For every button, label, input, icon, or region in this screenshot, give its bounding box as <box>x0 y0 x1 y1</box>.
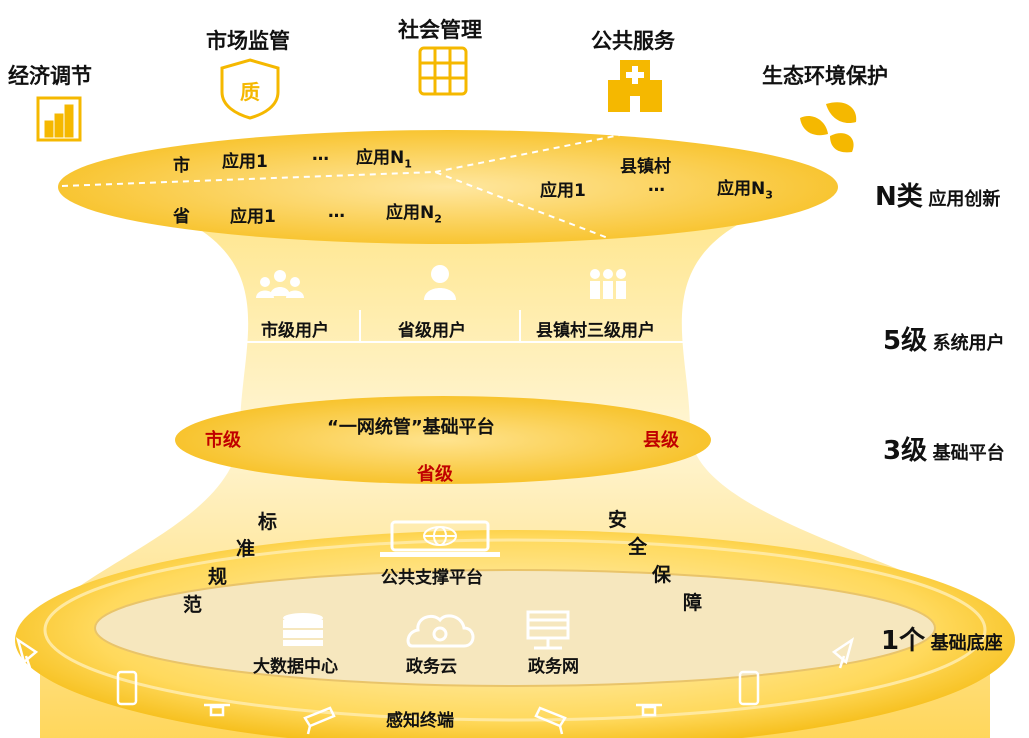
sensing-terminal-label: 感知终端 <box>386 711 454 731</box>
public-support-label: 公共支撑平台 <box>381 568 483 588</box>
satellite-dish-icon <box>15 637 855 669</box>
single-user-icon <box>424 265 456 300</box>
security-char-3: 保 <box>652 564 672 586</box>
app-city-app1: 应用1 <box>222 152 268 172</box>
category-public-service: 公共服务 <box>591 29 675 53</box>
category-social-management: 社会管理 <box>398 18 482 42</box>
level-n-apps-text: 应用创新 <box>928 189 1001 210</box>
app-province-appn-subscript: 2 <box>434 212 442 226</box>
platform-province-label: 省级 <box>417 464 453 485</box>
level-5-users: 5级 系统用户 <box>883 320 1005 357</box>
level-3-platform-text: 基础平台 <box>932 443 1005 464</box>
hospital-icon <box>608 60 662 112</box>
security-char-4: 障 <box>683 592 703 614</box>
level-1-base-text: 基础底座 <box>930 633 1003 654</box>
user-county-label: 县镇村三级用户 <box>536 321 655 341</box>
bar-chart-icon <box>36 96 82 142</box>
level-5-users-text: 系统用户 <box>932 333 1005 354</box>
disc-divider-lines <box>61 134 621 239</box>
app-province-app1: 应用1 <box>230 207 276 227</box>
level-1-base-number: 1个 <box>881 626 926 656</box>
level-3-platform-number: 3级 <box>883 436 928 466</box>
app-city-label: 市 <box>173 156 190 176</box>
level-3-platform: 3级 基础平台 <box>883 430 1005 467</box>
level-5-users-number: 5级 <box>883 326 928 356</box>
drone-icon <box>204 703 662 717</box>
level-n-apps-number: N类 <box>875 182 923 212</box>
leaves-icon <box>800 102 857 153</box>
level-n-apps: N类 应用创新 <box>875 176 1000 213</box>
network-server-icon <box>526 610 570 650</box>
bigdata-center-label: 大数据中心 <box>253 657 338 677</box>
group-users-icon <box>256 270 304 298</box>
app-province-label: 省 <box>173 207 190 227</box>
category-ecological-protection: 生态环境保护 <box>762 64 888 88</box>
family-users-icon <box>590 269 626 299</box>
quality-shield-icon: 质 <box>220 58 280 120</box>
cloud-icon <box>406 614 475 648</box>
category-market-supervision: 市场监管 <box>206 29 290 53</box>
app-county-app1: 应用1 <box>540 181 586 201</box>
app-province-ellipsis: … <box>328 202 345 222</box>
platform-county-label: 县级 <box>643 430 679 451</box>
application-disc <box>58 130 838 244</box>
standard-char-1: 标 <box>258 511 278 533</box>
standard-char-2: 准 <box>236 538 256 560</box>
app-county-ellipsis: … <box>648 176 665 196</box>
svg-text:质: 质 <box>240 80 260 104</box>
laptop-globe-icon <box>380 520 500 557</box>
gov-cloud-label: 政务云 <box>406 657 457 677</box>
app-city-ellipsis: … <box>312 145 329 165</box>
surveillance-camera-icon <box>303 706 567 735</box>
platform-disc <box>175 396 711 484</box>
database-icon <box>283 613 323 646</box>
app-county-appn-subscript: 3 <box>765 188 773 202</box>
grid-icon <box>418 46 468 96</box>
security-char-1: 安 <box>608 509 628 531</box>
platform-title: “一网统管”基础平台 <box>327 417 495 438</box>
level-1-base: 1个 基础底座 <box>881 620 1003 657</box>
user-province-label: 省级用户 <box>398 321 466 341</box>
app-city-appn-subscript: 1 <box>404 157 412 171</box>
standard-char-4: 范 <box>183 594 203 616</box>
app-county-appn: 应用N3 <box>717 179 773 202</box>
category-economic-regulation: 经济调节 <box>8 64 92 88</box>
user-city-label: 市级用户 <box>261 321 329 341</box>
standard-char-3: 规 <box>208 566 228 588</box>
platform-city-label: 市级 <box>205 430 241 451</box>
gov-network-label: 政务网 <box>528 657 579 677</box>
security-char-2: 全 <box>628 536 648 558</box>
base-disc-inner <box>94 569 936 687</box>
mobile-phone-icon <box>116 670 760 706</box>
app-county-label: 县镇村 <box>620 157 671 177</box>
app-province-appn: 应用N2 <box>386 203 442 226</box>
app-city-appn: 应用N1 <box>356 148 412 171</box>
base-disc-ring <box>43 538 987 722</box>
